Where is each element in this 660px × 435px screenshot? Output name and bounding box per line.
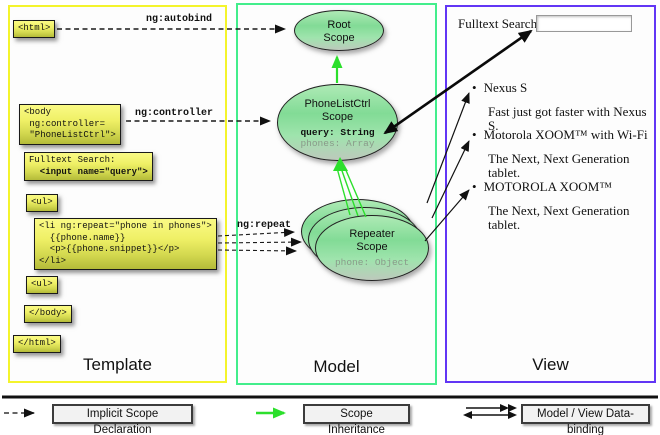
code-box-ul-close: <ul> — [26, 276, 58, 294]
code-box-body-open: <body ng:controller= "PhoneListCtrl"> — [19, 104, 121, 145]
template-panel-label: Template — [83, 355, 152, 374]
view-phone-item: • MOTOROLA XOOM™ The Next, Next Generati… — [472, 180, 654, 232]
code-fulltext-label: Fulltext Search: — [29, 155, 116, 165]
repeater-prop-phone: phone: Object — [334, 257, 410, 268]
repeater-scope-title: Repeater Scope — [349, 228, 395, 253]
repeater-scope-ellipse: Repeater Scope phone: Object — [315, 215, 429, 281]
legend-model-view-data-binding: Model / View Data-binding — [521, 404, 650, 435]
phone-snippet: The Next, Next Generation tablet. — [488, 203, 630, 232]
bullet-icon: • — [472, 80, 477, 95]
code-fulltext-input: <input name="query"> — [29, 166, 148, 177]
code-box-fulltext-search: Fulltext Search: <input name="query"> — [24, 152, 153, 181]
view-phone-item: • Motorola XOOM™ with Wi-Fi The Next, Ne… — [472, 128, 654, 180]
bullet-icon: • — [472, 179, 477, 194]
legend-databinding-arrow-icon — [463, 404, 517, 419]
code-box-body-close: </body> — [24, 305, 72, 323]
ng-autobind-label: ng:autobind — [146, 14, 213, 25]
legend-implicit-scope-declaration: Implicit Scope Declaration — [52, 404, 193, 435]
phonelistctrl-prop-query: query: String — [300, 127, 375, 138]
model-panel: Model — [236, 3, 437, 385]
model-panel-label: Model — [313, 357, 360, 376]
phone-title: Motorola XOOM™ with Wi-Fi — [483, 127, 648, 142]
ng-controller-label: ng:controller — [135, 108, 214, 119]
ng-repeat-label: ng:repeat — [237, 220, 292, 231]
phonelistctrl-prop-phones: phones: Array — [300, 138, 375, 149]
view-panel-label: View — [532, 355, 569, 374]
code-box-html-close: </html> — [13, 335, 61, 353]
phone-title: MOTOROLA XOOM™ — [483, 179, 612, 194]
phone-title: Nexus S — [483, 80, 528, 95]
fulltext-search-input[interactable] — [536, 15, 632, 32]
phone-snippet: The Next, Next Generation tablet. — [488, 151, 630, 180]
root-scope-ellipse: Root Scope — [294, 10, 384, 51]
code-box-ul-open: <ul> — [26, 194, 58, 212]
legend-scope-inheritance: Scope Inheritance — [303, 404, 410, 435]
phonelistctrl-scope-ellipse: PhoneListCtrl Scope query: String phones… — [277, 84, 398, 161]
bullet-icon: • — [472, 127, 477, 142]
root-scope-title: Root Scope — [323, 19, 355, 44]
view-phone-item: • Nexus S Fast just got faster with Nexu… — [472, 81, 654, 133]
phonelistctrl-scope-title: PhoneListCtrl Scope — [304, 98, 371, 123]
view-fulltext-search-label: Fulltext Search: — [458, 16, 541, 31]
code-box-html-open: <html> — [13, 20, 56, 38]
code-box-li-repeat: <li ng:repeat="phone in phones"> {{phone… — [34, 218, 217, 270]
